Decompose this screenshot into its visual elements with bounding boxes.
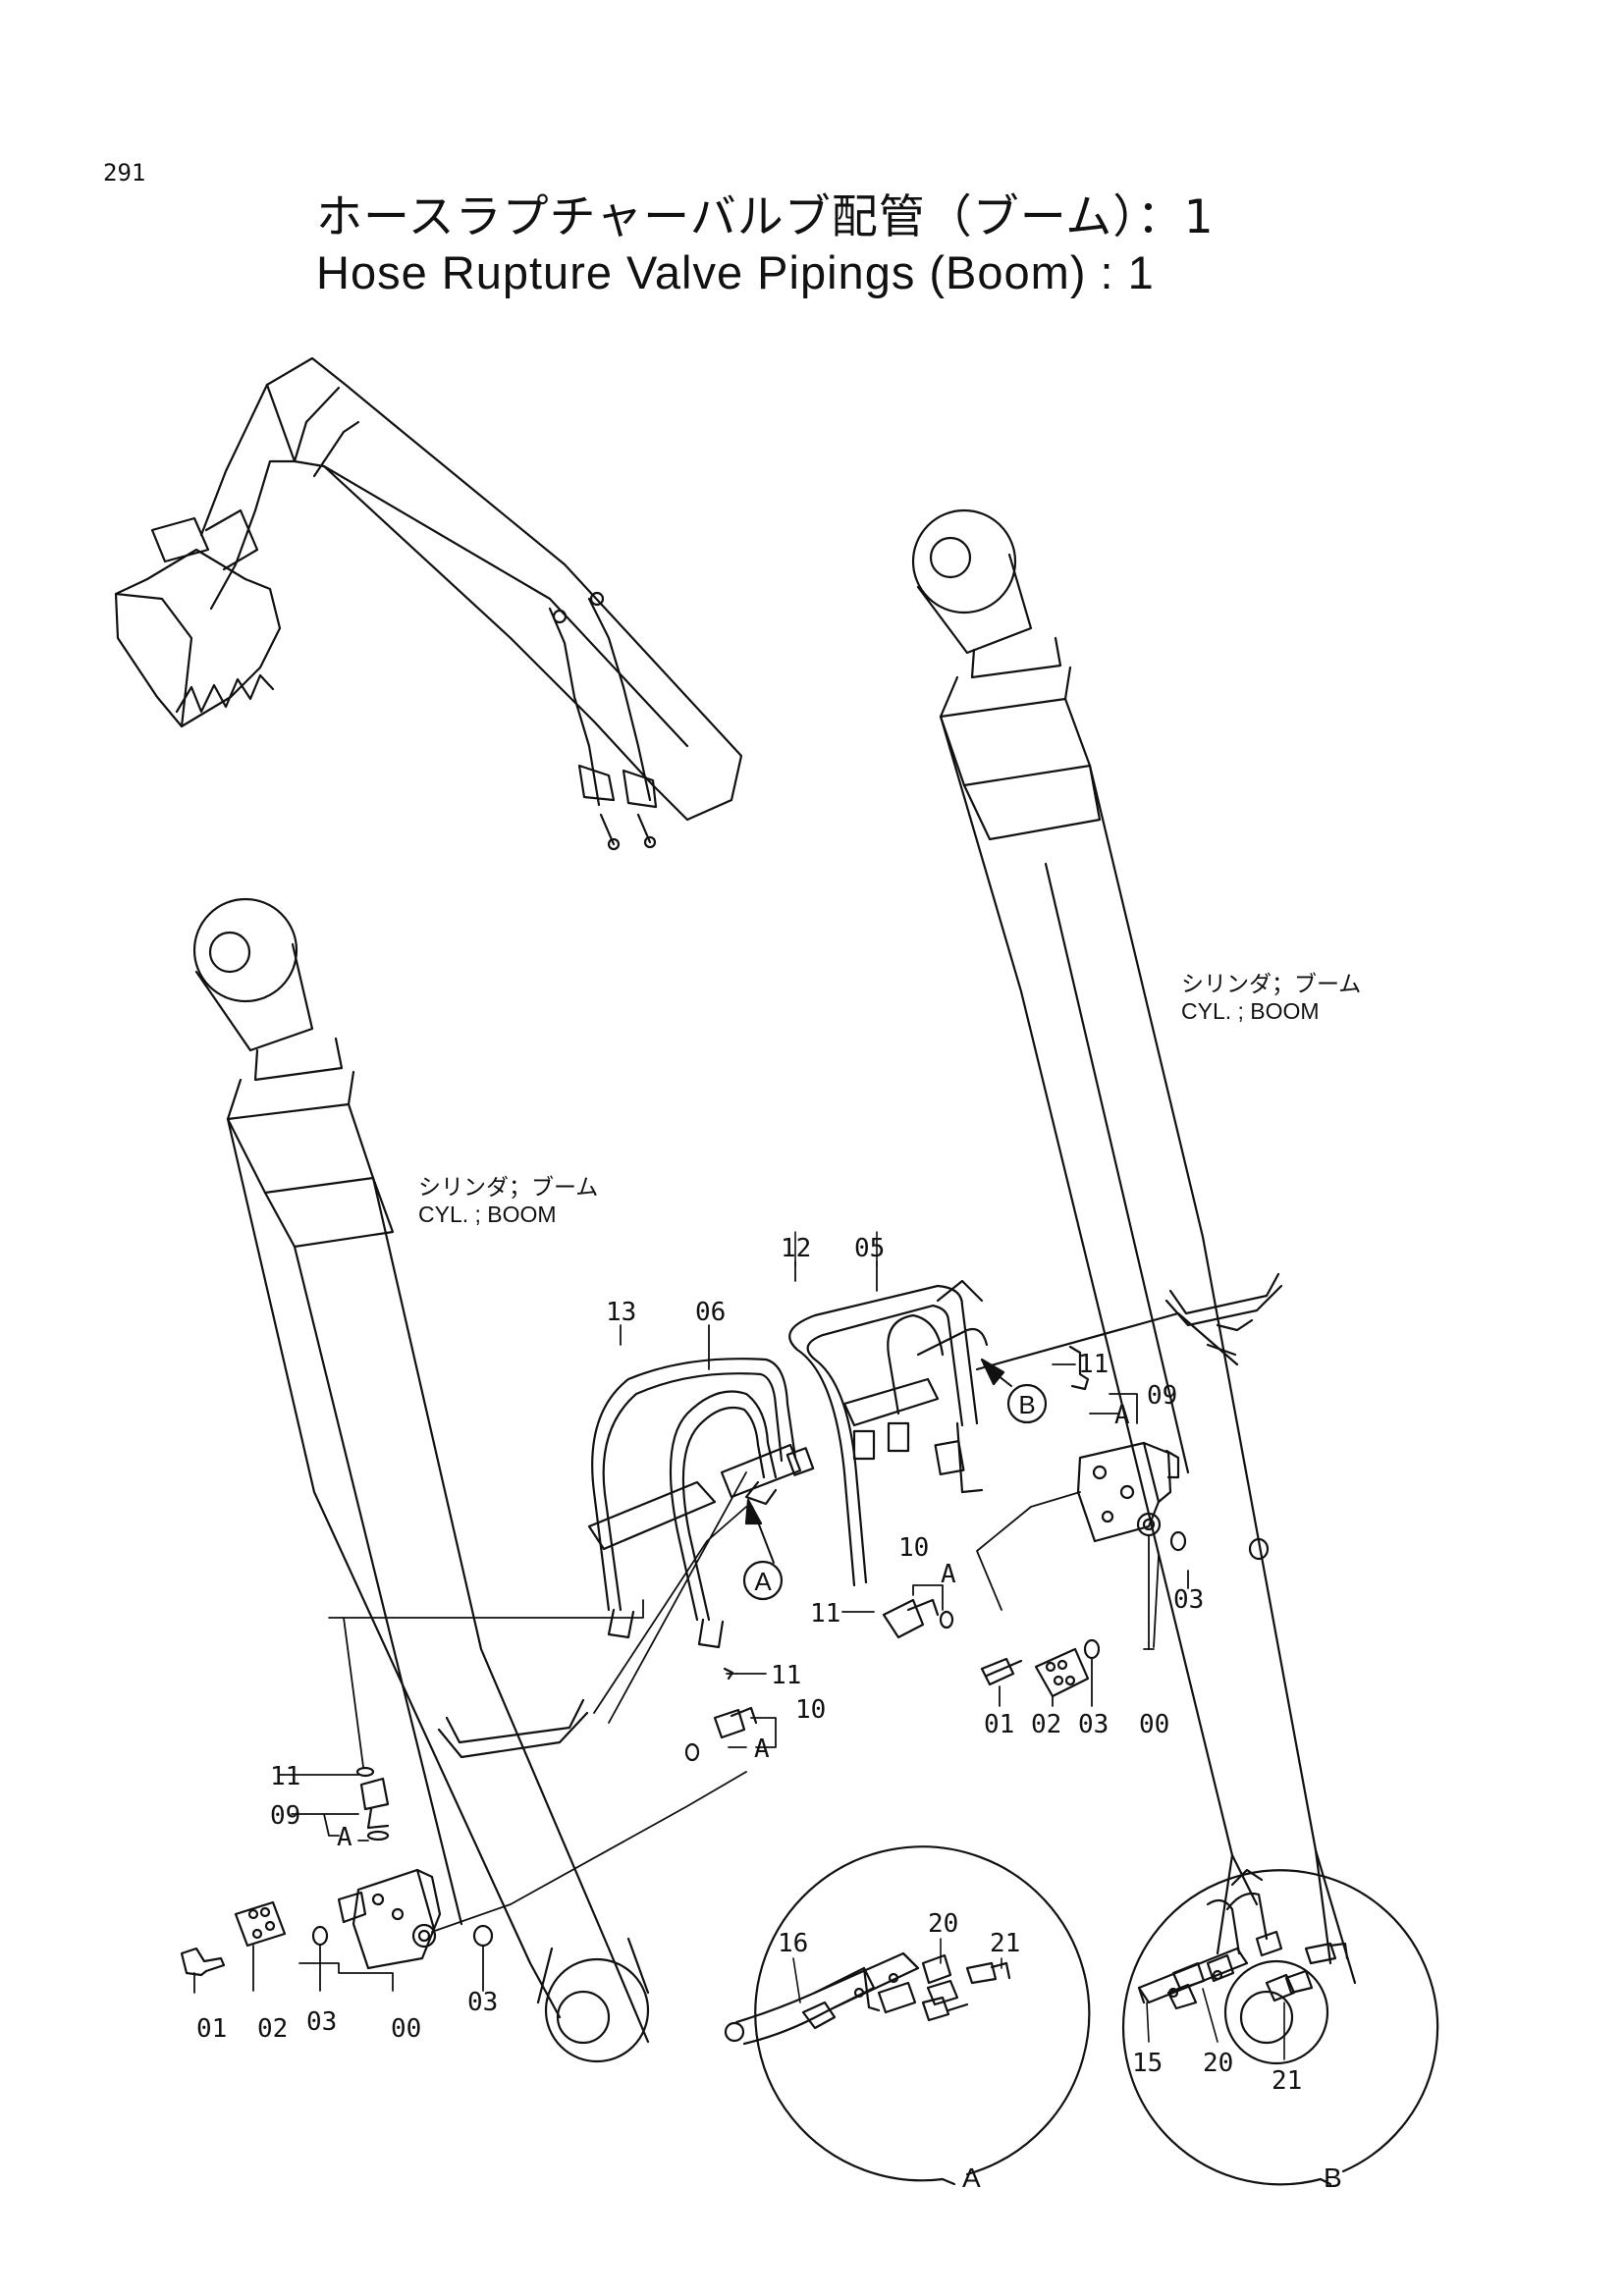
label-a-right-bracket: A bbox=[941, 1560, 956, 1589]
label-11-right-mid: 11 bbox=[810, 1599, 840, 1629]
boom-cylinder-right bbox=[911, 508, 1357, 2065]
label-16-detail-a: 16 bbox=[778, 1929, 808, 1958]
pipe-assembly-left bbox=[587, 1358, 815, 1649]
cylinder-label-left: シリンダ；ブーム CYL. ; BOOM bbox=[418, 1173, 598, 1228]
label-00-left: 00 bbox=[391, 2014, 421, 2044]
detail-view-a bbox=[724, 1845, 1091, 2186]
label-01-right: 01 bbox=[984, 1710, 1014, 1739]
part-labels: 13 06 12 05 11 09 A 10 A 11 03 01 02 03 … bbox=[196, 1234, 1342, 2193]
label-a-left-bracket: A bbox=[754, 1735, 770, 1764]
label-03-left-a: 03 bbox=[306, 2007, 337, 2037]
detail-view-b bbox=[1121, 1868, 1439, 2186]
label-20-detail-a: 20 bbox=[928, 1909, 958, 1939]
label-21-detail-b: 21 bbox=[1272, 2066, 1302, 2096]
label-03-right-side: 03 bbox=[1173, 1585, 1204, 1615]
label-21-detail-a: 21 bbox=[990, 1929, 1020, 1958]
cylinder-label-right-en: CYL. ; BOOM bbox=[1181, 998, 1320, 1024]
label-a-left-valve: A bbox=[337, 1823, 352, 1852]
cylinder-label-left-en: CYL. ; BOOM bbox=[418, 1201, 557, 1227]
callout-b-label: B bbox=[1018, 1390, 1035, 1419]
label-09-right: 09 bbox=[1147, 1381, 1177, 1411]
valve-assembly-left bbox=[180, 1667, 758, 1977]
label-02-right: 02 bbox=[1031, 1710, 1061, 1739]
callout-marker-a: A bbox=[742, 1498, 784, 1601]
label-00-right: 00 bbox=[1139, 1710, 1169, 1739]
label-13: 13 bbox=[606, 1298, 636, 1327]
cylinder-label-left-jp: シリンダ；ブーム bbox=[418, 1174, 599, 1200]
cylinder-label-right: シリンダ；ブーム CYL. ; BOOM bbox=[1181, 970, 1361, 1025]
label-09-left: 09 bbox=[270, 1801, 300, 1831]
label-detail-b-name: B bbox=[1324, 2163, 1342, 2193]
label-05: 05 bbox=[854, 1234, 885, 1263]
page-number: 291 bbox=[103, 159, 146, 187]
label-detail-a-name: A bbox=[962, 2163, 981, 2193]
label-03-left-b: 03 bbox=[467, 1988, 498, 2017]
boom-cylinder-left bbox=[192, 897, 650, 2063]
leader-lines bbox=[193, 1260, 1189, 1994]
label-leaders bbox=[792, 1231, 1285, 2060]
label-11-left-top: 11 bbox=[771, 1661, 801, 1690]
label-11-left-valve: 11 bbox=[270, 1762, 300, 1791]
pipe-assembly-right bbox=[788, 1279, 1239, 1587]
label-10-left: 10 bbox=[795, 1695, 826, 1725]
cylinder-label-right-jp: シリンダ；ブーム bbox=[1181, 971, 1362, 996]
label-20-detail-b: 20 bbox=[1203, 2049, 1233, 2078]
title-japanese: ホースラプチャーバルブ配管（ブーム）：1 bbox=[316, 190, 1215, 244]
label-11-right-top: 11 bbox=[1078, 1350, 1109, 1379]
excavator-overview bbox=[114, 356, 743, 851]
title-english: Hose Rupture Valve Pipings (Boom) : 1 bbox=[316, 246, 1155, 298]
label-02-left: 02 bbox=[257, 2014, 288, 2044]
label-a-right-valve: A bbox=[1114, 1401, 1130, 1430]
callout-marker-b: B bbox=[980, 1358, 1048, 1424]
valve-assembly-right bbox=[882, 1345, 1270, 1698]
label-03-right-bottom: 03 bbox=[1078, 1710, 1109, 1739]
label-15-detail-b: 15 bbox=[1132, 2049, 1163, 2078]
callout-a-label: A bbox=[754, 1567, 772, 1596]
label-01-left: 01 bbox=[196, 2014, 227, 2044]
label-10-right: 10 bbox=[898, 1533, 929, 1563]
label-06: 06 bbox=[695, 1298, 726, 1327]
